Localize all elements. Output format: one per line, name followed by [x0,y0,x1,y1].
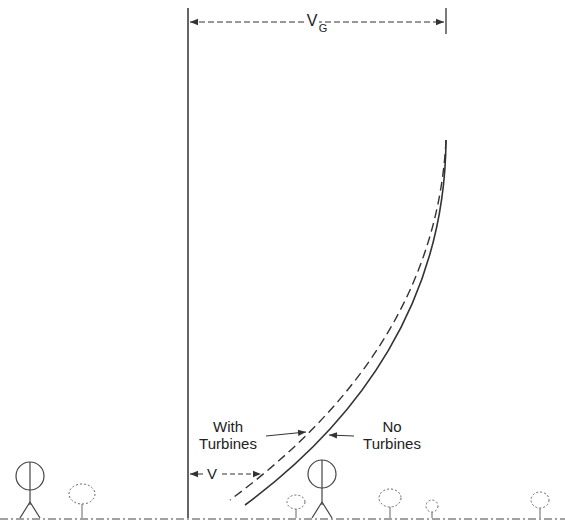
leader-arrow [329,435,354,436]
leader-arrow [266,432,306,436]
curve-label: No Turbines [356,418,428,452]
dimension-tick [445,8,446,34]
with-turbines-profile [230,140,446,500]
speed-symbol: V [205,465,219,482]
curve-label: With Turbines [192,418,264,452]
surface-speed-dimension [190,474,261,475]
tree-symbol [69,484,549,518]
no-turbines-profile [245,140,446,505]
person-figure [308,460,336,518]
height-axis [187,8,189,518]
speed-symbol: V [305,12,320,29]
speed-subscript: G [319,20,328,37]
person-figure [16,462,44,518]
ground-line [0,518,565,519]
